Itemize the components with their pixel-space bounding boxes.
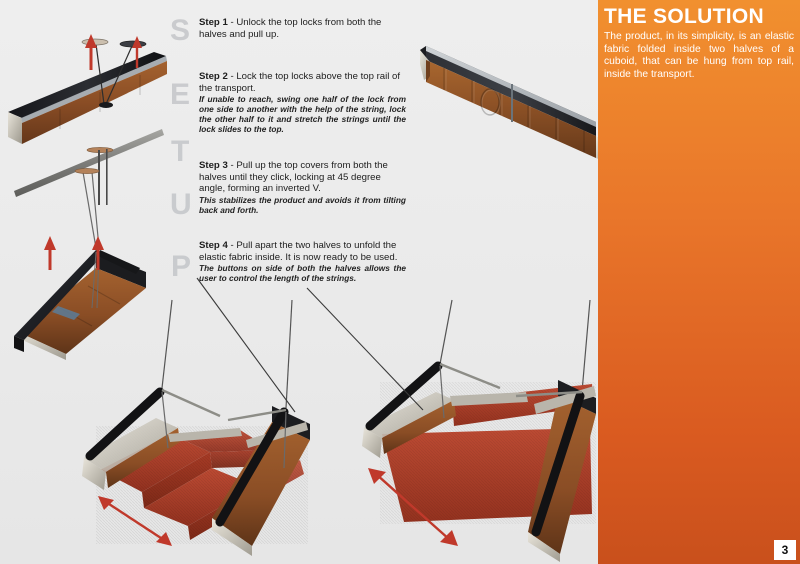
step-3-note: This stabilizes the product and avoids i…	[199, 194, 406, 215]
figure-closed-unit	[0, 8, 175, 148]
page-number: 3	[774, 540, 796, 560]
step-4-label: Step 4	[199, 240, 228, 251]
watermark-letter-p: P	[171, 250, 192, 283]
watermark-letter-s: S	[170, 14, 191, 47]
step-1-dash: -	[227, 17, 237, 28]
step-2-main: Step 2 - Lock the top locks above the to…	[199, 71, 406, 94]
step-1-label: Step 1	[199, 17, 228, 28]
step-2-text: Lock the top locks above the top rail of…	[199, 71, 401, 94]
solution-body: The product, in its simplicity, is an el…	[604, 31, 794, 80]
step-2-dash: -	[227, 71, 237, 82]
step-block-1: Step 1 - Unlock the top locks from both …	[199, 17, 406, 40]
step-3-dash: -	[227, 160, 237, 171]
step-2-note: If unable to reach, swing one half of th…	[199, 94, 406, 134]
step-block-3: Step 3 - Pull up the top covers from bot…	[199, 160, 406, 216]
watermark-letter-u: U	[170, 188, 192, 221]
step-3-label: Step 3	[199, 160, 228, 171]
step4-leader-line-2	[306, 287, 424, 411]
figure-inverted-v	[0, 160, 180, 360]
step-1-main: Step 1 - Unlock the top locks from both …	[199, 17, 406, 40]
figure-folded-fabric	[60, 299, 330, 564]
step-2-label: Step 2	[199, 71, 228, 82]
watermark-letter-e: E	[170, 78, 191, 111]
step-4-dash: -	[227, 240, 237, 251]
step-4-note: The buttons on side of both the halves a…	[199, 263, 406, 284]
watermark-letter-t: T	[171, 135, 190, 168]
step-4-main: Step 4 - Pull apart the two halves to un…	[199, 240, 406, 263]
step-3-text: Pull up the top covers from both the hal…	[199, 160, 388, 195]
step-3-main: Step 3 - Pull up the top covers from bot…	[199, 160, 406, 195]
left-content-panel: S E T U P Step 1 - Unlock the top locks …	[0, 0, 606, 564]
step-1-text: Unlock the top locks from both the halve…	[199, 17, 382, 40]
solution-title: THE SOLUTION	[604, 5, 764, 28]
solution-panel	[598, 0, 800, 564]
step-block-4: Step 4 - Pull apart the two halves to un…	[199, 240, 406, 284]
step-4-text: Pull apart the two halves to unfold the …	[199, 240, 398, 263]
step-block-2: Step 2 - Lock the top locks above the to…	[199, 71, 406, 135]
figure-rail-mount	[10, 125, 170, 205]
figure-hero-product	[410, 18, 610, 238]
step4-leader-line	[196, 277, 296, 413]
figure-unfolded-fabric	[340, 299, 602, 564]
